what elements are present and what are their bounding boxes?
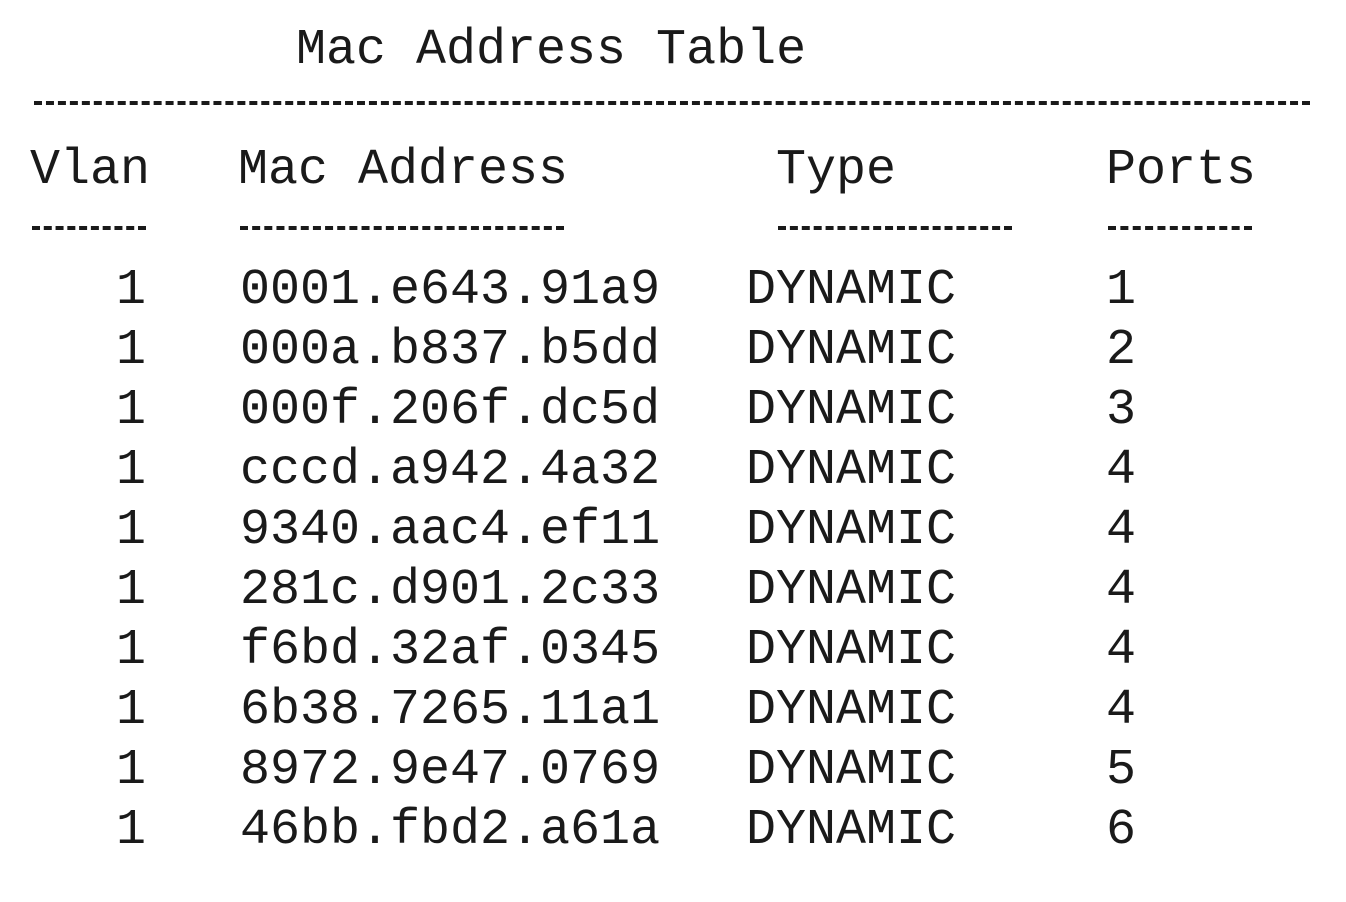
cell-vlan: 1 [116, 382, 147, 439]
cell-vlan: 1 [116, 682, 147, 739]
cell-vlan: 1 [116, 802, 147, 859]
column-header-ports: Ports [1106, 142, 1257, 199]
cell-mac-address: 6b38.7265.11a1 [240, 682, 661, 739]
table-row: 1 000f.206f.dc5d DYNAMIC 3 [0, 386, 1346, 446]
cell-port: 6 [1106, 802, 1137, 859]
cell-vlan: 1 [116, 262, 147, 319]
table-row: 1 9340.aac4.ef11 DYNAMIC 4 [0, 506, 1346, 566]
cell-type: DYNAMIC [746, 622, 957, 679]
cell-type: DYNAMIC [746, 562, 957, 619]
cell-type: DYNAMIC [746, 382, 957, 439]
cell-port: 3 [1106, 382, 1137, 439]
header-underline-ports [1108, 226, 1252, 230]
page-title: Mac Address Table [296, 22, 807, 79]
cell-mac-address: cccd.a942.4a32 [240, 442, 661, 499]
cell-mac-address: 000a.b837.b5dd [240, 322, 661, 379]
table-row: 1 f6bd.32af.0345 DYNAMIC 4 [0, 626, 1346, 686]
cell-vlan: 1 [116, 742, 147, 799]
cell-mac-address: 9340.aac4.ef11 [240, 502, 661, 559]
table-row: 1 6b38.7265.11a1 DYNAMIC 4 [0, 686, 1346, 746]
cell-type: DYNAMIC [746, 802, 957, 859]
cell-mac-address: 8972.9e47.0769 [240, 742, 661, 799]
header-underline-mac-address [240, 226, 564, 230]
table-body: 1 0001.e643.91a9 DYNAMIC 1 1 000a.b837.b… [0, 266, 1346, 866]
column-header-type: Type [776, 142, 897, 199]
table-row: 1 000a.b837.b5dd DYNAMIC 2 [0, 326, 1346, 386]
cell-port: 4 [1106, 682, 1137, 739]
table-row: 1 281c.d901.2c33 DYNAMIC 4 [0, 566, 1346, 626]
header-underline-type [778, 226, 1012, 230]
table-row: 1 46bb.fbd2.a61a DYNAMIC 6 [0, 806, 1346, 866]
cell-type: DYNAMIC [746, 442, 957, 499]
title-divider [34, 101, 1310, 105]
cell-port: 4 [1106, 442, 1137, 499]
cell-mac-address: 281c.d901.2c33 [240, 562, 661, 619]
table-row: 1 cccd.a942.4a32 DYNAMIC 4 [0, 446, 1346, 506]
table-row: 1 8972.9e47.0769 DYNAMIC 5 [0, 746, 1346, 806]
header-underline-vlan [32, 226, 146, 230]
table-row: 1 0001.e643.91a9 DYNAMIC 1 [0, 266, 1346, 326]
cell-type: DYNAMIC [746, 322, 957, 379]
cell-mac-address: 46bb.fbd2.a61a [240, 802, 661, 859]
cell-vlan: 1 [116, 622, 147, 679]
cell-vlan: 1 [116, 502, 147, 559]
cell-type: DYNAMIC [746, 742, 957, 799]
cell-vlan: 1 [116, 442, 147, 499]
cell-vlan: 1 [116, 322, 147, 379]
cell-type: DYNAMIC [746, 502, 957, 559]
cell-type: DYNAMIC [746, 262, 957, 319]
cell-mac-address: 000f.206f.dc5d [240, 382, 661, 439]
cell-port: 2 [1106, 322, 1137, 379]
column-header-vlan: Vlan [30, 142, 151, 199]
cell-port: 4 [1106, 622, 1137, 679]
cell-port: 1 [1106, 262, 1137, 319]
cell-vlan: 1 [116, 562, 147, 619]
cell-port: 4 [1106, 502, 1137, 559]
cell-port: 5 [1106, 742, 1137, 799]
cell-type: DYNAMIC [746, 682, 957, 739]
cell-mac-address: 0001.e643.91a9 [240, 262, 661, 319]
cell-port: 4 [1106, 562, 1137, 619]
column-header-mac-address: Mac Address [238, 142, 569, 199]
cell-mac-address: f6bd.32af.0345 [240, 622, 661, 679]
